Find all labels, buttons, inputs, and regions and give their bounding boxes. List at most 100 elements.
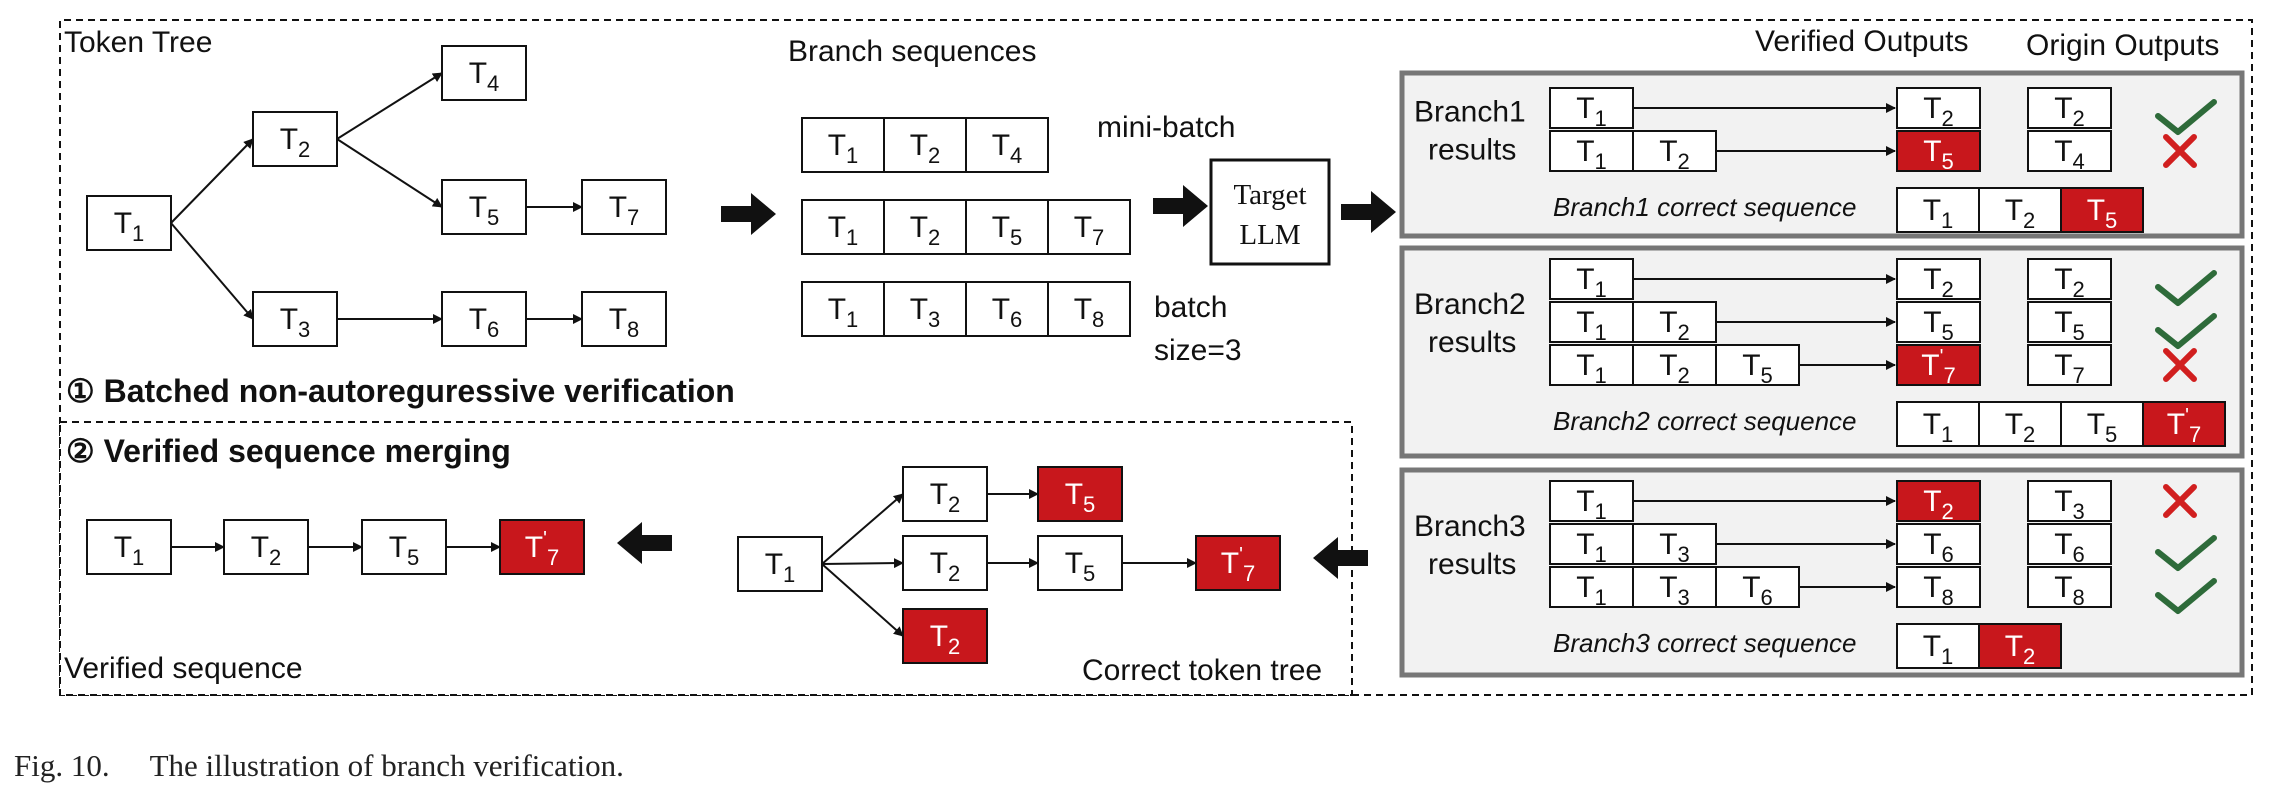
branch2-correct-cell-4 (2142, 401, 2226, 447)
branch2-row2-verified-label: T5 (1923, 306, 1954, 345)
branch1-row2-verified-label: T5 (1923, 135, 1954, 174)
branch1-row1-check-icon (2155, 99, 2217, 135)
token-tree-label: Token Tree (64, 26, 212, 59)
branch3-correct-cell-2 (1978, 623, 2062, 669)
tree-edge-T2-T4 (336, 72, 443, 140)
branch1-row2-input-2-label: T2 (1659, 135, 1690, 174)
sequence-1-cell-3-label: T4 (992, 129, 1023, 168)
branch3-row2-origin-label: T6 (2054, 528, 2085, 567)
correct-token-tree-label: Correct token tree (1082, 654, 1322, 687)
branch3-row1-origin (2027, 480, 2112, 522)
caption-text: The illustration of branch verification. (149, 748, 624, 783)
branch1-row2-input-1 (1549, 130, 1634, 172)
correct-tree-node-d-label: T2 (930, 547, 961, 586)
branch1-correct-cell-2 (1978, 187, 2062, 233)
block-arrow-tree-to-sequences (721, 193, 776, 235)
branch2-row1-input-1 (1549, 258, 1634, 300)
sequence-2-cell-1-label: T1 (828, 211, 859, 250)
branch1-correct-cell-3 (2060, 187, 2144, 233)
tree-node-T4-label: T4 (469, 57, 500, 96)
branch3-row2-origin (2027, 523, 2112, 565)
figure-caption: Fig. 10.The illustration of branch verif… (14, 748, 624, 784)
correct-tree-node-b-label: T2 (930, 478, 961, 517)
branch-sequences-label: Branch sequences (788, 35, 1037, 68)
tree-edge-T2-T5 (336, 138, 443, 208)
branch1-title-line2: results (1428, 134, 1516, 167)
tree-node-T8-label: T8 (609, 303, 640, 342)
branch3-row1-cross-icon (2163, 484, 2197, 518)
branch3-row2-verified-label: T6 (1923, 528, 1954, 567)
branch3-row1-origin-label: T3 (2054, 485, 2085, 524)
branch-verification-diagram: Token Tree Branch sequences mini-batch b… (59, 19, 2253, 696)
branch1-row1-input-1-label: T1 (1576, 92, 1607, 131)
branch1-correct-cell-1 (1896, 187, 1980, 233)
branch1-row1-origin-label: T2 (2054, 92, 2085, 131)
sequence-3-cell-4-label: T8 (1074, 293, 1105, 332)
branch3-row3-input-1-label: T1 (1576, 571, 1607, 610)
branch1-correct-cell-3-label: T5 (2087, 194, 2118, 233)
branch2-row3-input-1-label: T1 (1576, 349, 1607, 388)
branch3-row3-verified-label: T8 (1923, 571, 1954, 610)
sequence-1-cell-1 (801, 117, 885, 173)
target-llm-line2: LLM (1239, 219, 1300, 251)
branch3-row1-verified (1896, 480, 1981, 522)
sequence-3-cell-3-label: T6 (992, 293, 1023, 332)
branch1-row2-verified (1896, 130, 1981, 172)
branch2-row2-origin (2027, 301, 2112, 343)
batch-size-label: size=3 (1154, 334, 1242, 367)
branch1-row2-origin-label: T4 (2054, 135, 2085, 174)
branch2-row3-input-3-label: T5 (1742, 349, 1773, 388)
tree-node-T8 (581, 291, 667, 347)
correct-tree-node-e-label: T5 (1065, 547, 1096, 586)
verified-seq-node-1 (86, 519, 172, 575)
sequence-2-cell-2-label: T2 (910, 211, 941, 250)
branch2-row2-input-1 (1549, 301, 1634, 343)
branch2-row2-input-2 (1632, 301, 1717, 343)
batch-label: batch (1154, 291, 1227, 324)
branch1-row1-verified (1896, 87, 1981, 129)
correct-tree-node-g (902, 608, 988, 664)
branch3-row1-verified-label: T2 (1923, 485, 1954, 524)
branch3-row2-check-icon (2155, 535, 2217, 571)
tree-node-T5 (441, 179, 527, 235)
branch3-title-line1: Branch3 (1414, 510, 1526, 543)
branch2-row3-verified-label: T'7 (1921, 346, 1955, 388)
target-llm-box (1209, 158, 1331, 266)
verified-seq-node-1-label: T1 (114, 531, 145, 570)
branch2-row3-input-3 (1715, 344, 1800, 386)
branch1-row1-origin (2027, 87, 2112, 129)
branch1-correct-cell-1-label: T1 (1923, 194, 1954, 233)
branch2-row2-verified (1896, 301, 1981, 343)
branch2-row1-origin-label: T2 (2054, 263, 2085, 302)
correct-tree-edge-a-b (821, 493, 904, 565)
branch2-row1-check-icon (2155, 270, 2217, 306)
verified-outputs-header: Verified Outputs (1755, 25, 1968, 58)
sequence-1-cell-1-label: T1 (828, 129, 859, 168)
branch2-correct-label: Branch2 correct sequence (1553, 406, 1857, 436)
branch2-correct-cell-4-label: T'7 (2167, 405, 2201, 447)
sequence-3-cell-4 (1047, 281, 1131, 337)
branch3-correct-cell-2-label: T2 (2005, 630, 2036, 669)
correct-tree-node-c-label: T5 (1065, 478, 1096, 517)
branch1-row2-origin (2027, 130, 2112, 172)
branch3-row3-origin (2027, 566, 2112, 608)
tree-node-T4 (441, 45, 527, 101)
tree-node-T6 (441, 291, 527, 347)
branch3-correct-label: Branch3 correct sequence (1553, 628, 1857, 658)
step1-title: ① Batched non-autoreguressive verificati… (66, 373, 735, 409)
branch1-correct-label: Branch1 correct sequence (1553, 192, 1857, 222)
branch3-row2-input-2-label: T3 (1659, 528, 1690, 567)
branch2-row2-input-1-label: T1 (1576, 306, 1607, 345)
verified-seq-node-2-label: T2 (251, 531, 282, 570)
branch2-row1-verified (1896, 258, 1981, 300)
tree-node-T1-label: T1 (114, 207, 145, 246)
tree-edge-T1-T2 (170, 138, 254, 224)
tree-node-T7-label: T7 (609, 191, 640, 230)
verified-seq-node-2 (223, 519, 309, 575)
sequence-2-cell-3 (965, 199, 1049, 255)
branch3-correct-cell-1 (1896, 623, 1980, 669)
branch3-row3-origin-label: T8 (2054, 571, 2085, 610)
branch3-row3-check-icon (2155, 578, 2217, 614)
block-arrow-llm-to-results (1341, 191, 1396, 233)
sequence-1-cell-2 (883, 117, 967, 173)
